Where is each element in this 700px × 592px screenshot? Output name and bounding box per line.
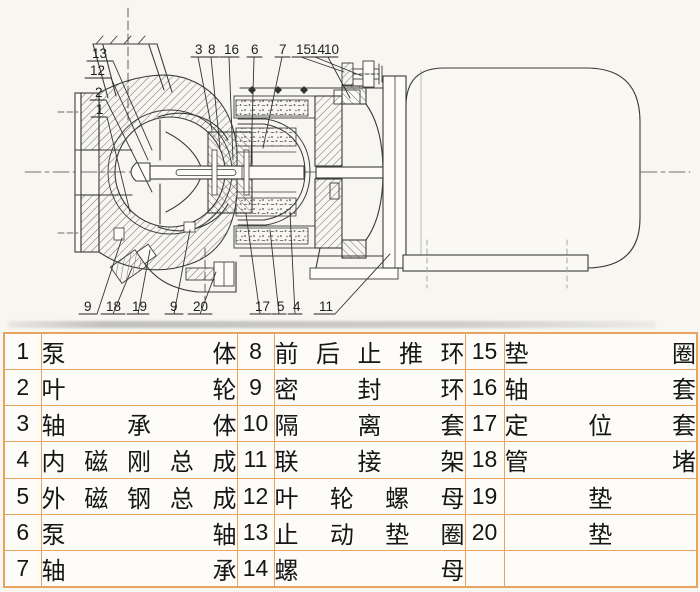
part-number-cell: 2 bbox=[3, 369, 42, 407]
part-number-cell: 4 bbox=[3, 441, 42, 479]
callout-number: 9 bbox=[170, 299, 178, 314]
part-number-cell: 18 bbox=[464, 441, 505, 479]
part-number-cell: 19 bbox=[464, 477, 505, 515]
part-number-cell: 3 bbox=[3, 405, 42, 443]
part-number-cell: 7 bbox=[3, 549, 42, 588]
part-name-cell: 止动垫圈 bbox=[273, 513, 466, 551]
part-name-cell: 垫圈 bbox=[503, 332, 698, 371]
part-number-cell: 9 bbox=[236, 369, 275, 407]
motor-flange bbox=[382, 75, 407, 269]
discharge-nozzle bbox=[92, 7, 173, 121]
part-number-cell: 6 bbox=[3, 513, 42, 551]
callout-number: 6 bbox=[251, 42, 259, 57]
callout-number: 16 bbox=[224, 42, 239, 57]
part-name-cell: 轴承 bbox=[40, 549, 238, 588]
drain-plug bbox=[185, 261, 235, 287]
part-number-cell: 11 bbox=[236, 441, 275, 479]
suction-flange bbox=[57, 92, 133, 253]
callout-number: 8 bbox=[208, 42, 216, 57]
callout-number: 17 bbox=[255, 299, 270, 314]
callout-number: 4 bbox=[293, 299, 301, 314]
part-name-cell: 隔离套 bbox=[273, 405, 466, 443]
motor-foot bbox=[402, 254, 589, 272]
callout-number: 14 bbox=[310, 42, 326, 57]
part-number-cell: 10 bbox=[236, 405, 275, 443]
pipe-plug bbox=[109, 243, 157, 285]
part-name-cell: 内磁刚总成 bbox=[40, 441, 238, 479]
callout-number: 1 bbox=[96, 102, 104, 117]
part-number-cell: 12 bbox=[236, 477, 275, 515]
part-name-cell: 垫 bbox=[503, 513, 698, 551]
callout-number: 18 bbox=[106, 299, 121, 314]
pump-shaft bbox=[149, 165, 305, 180]
part-name-cell: 垫 bbox=[503, 477, 698, 515]
part-name-cell: 叶轮螺母 bbox=[273, 477, 466, 515]
callout-number: 19 bbox=[132, 299, 147, 314]
callout-number: 15 bbox=[296, 42, 311, 57]
part-name-cell: 密封环 bbox=[273, 369, 466, 407]
part-name-cell: 定位套 bbox=[503, 405, 698, 443]
part-number-cell: 14 bbox=[236, 549, 275, 588]
part-name-cell: 轴承体 bbox=[40, 405, 238, 443]
part-name-cell: 泵轴 bbox=[40, 513, 238, 551]
callout-number: 3 bbox=[195, 42, 203, 57]
part-name-cell: 叶轮 bbox=[40, 369, 238, 407]
pump-casing bbox=[98, 74, 238, 301]
callout-number: 5 bbox=[277, 299, 285, 314]
part-number-cell: 1 bbox=[3, 332, 42, 371]
part-name-cell: 外磁钢总成 bbox=[40, 477, 238, 515]
part-number-cell: 5 bbox=[3, 477, 42, 515]
outer-rotor bbox=[314, 95, 407, 249]
part-name-cell: 管堵 bbox=[503, 441, 698, 479]
callout-number: 13 bbox=[92, 46, 107, 61]
part-name-cell: 轴套 bbox=[503, 369, 698, 407]
motor bbox=[402, 67, 641, 289]
scan-smudge bbox=[8, 321, 656, 328]
part-name-cell: 螺母 bbox=[273, 549, 466, 588]
callout-number: 11 bbox=[319, 299, 333, 314]
callout-number: 10 bbox=[324, 42, 339, 57]
part-number-cell: 17 bbox=[464, 405, 505, 443]
part-name-cell bbox=[503, 549, 698, 588]
clamp-bolt bbox=[341, 60, 383, 88]
impeller bbox=[130, 112, 229, 232]
part-number-cell: 16 bbox=[464, 369, 505, 407]
callout-number: 20 bbox=[193, 299, 208, 314]
callout-number: 7 bbox=[279, 42, 287, 57]
part-name-cell: 前后止推环 bbox=[273, 332, 466, 371]
part-name-cell: 泵体 bbox=[40, 332, 238, 371]
callout-number: 12 bbox=[90, 63, 105, 78]
callout-number: 9 bbox=[84, 299, 92, 314]
callout-number: 2 bbox=[95, 85, 103, 100]
part-number-cell: 20 bbox=[464, 513, 505, 551]
part-number-cell: 15 bbox=[464, 332, 505, 371]
part-name-cell: 联接架 bbox=[273, 441, 466, 479]
inner-magnet-assembly bbox=[235, 127, 297, 217]
part-number-cell: 8 bbox=[236, 332, 275, 371]
part-number-cell bbox=[464, 549, 505, 588]
part-number-cell: 13 bbox=[236, 513, 275, 551]
impeller-nut bbox=[130, 162, 151, 182]
